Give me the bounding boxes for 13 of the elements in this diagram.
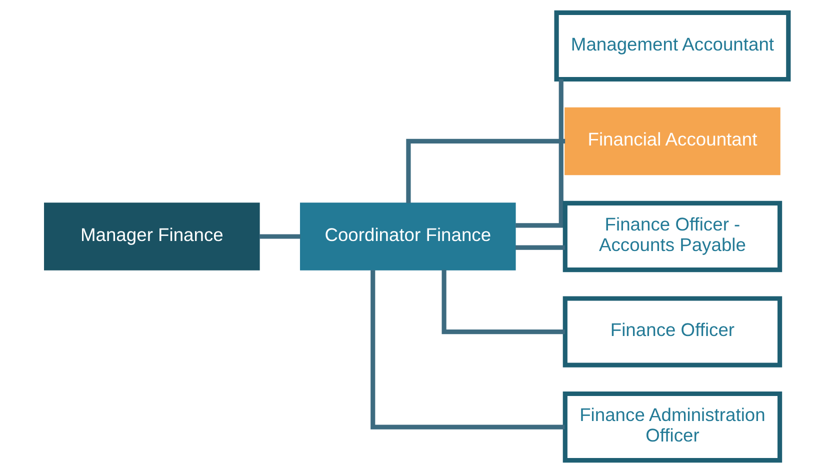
connector bbox=[515, 245, 564, 250]
node-box: Management Accountant bbox=[554, 10, 790, 82]
node-box: Financial Accountant bbox=[564, 107, 780, 176]
connector bbox=[515, 79, 563, 228]
node-box: Finance Officer bbox=[562, 296, 782, 368]
node-box: Finance Officer - Accounts Payable bbox=[562, 200, 782, 272]
connector bbox=[258, 234, 300, 239]
connector bbox=[370, 270, 564, 430]
node-box: Coordinator Finance bbox=[300, 202, 516, 270]
connector bbox=[406, 138, 565, 204]
node-box: Finance Administration Officer bbox=[562, 391, 782, 463]
node-box: Manager Finance bbox=[44, 202, 260, 270]
connector bbox=[441, 270, 564, 334]
